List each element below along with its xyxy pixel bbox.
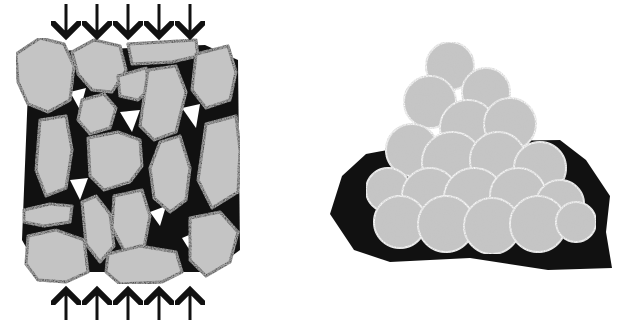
stone (192, 46, 236, 108)
stone (36, 116, 72, 196)
stone (556, 202, 596, 242)
top-arrows (66, 4, 190, 36)
stone (112, 190, 150, 250)
stone (24, 204, 72, 226)
stones (16, 38, 240, 284)
stone (106, 246, 182, 284)
bottom-arrows (66, 290, 190, 320)
stone (26, 230, 88, 282)
aggregate-pile (330, 42, 612, 270)
compressed-column (16, 4, 240, 320)
stone (16, 38, 74, 112)
stone (78, 94, 116, 134)
stone (198, 116, 240, 208)
